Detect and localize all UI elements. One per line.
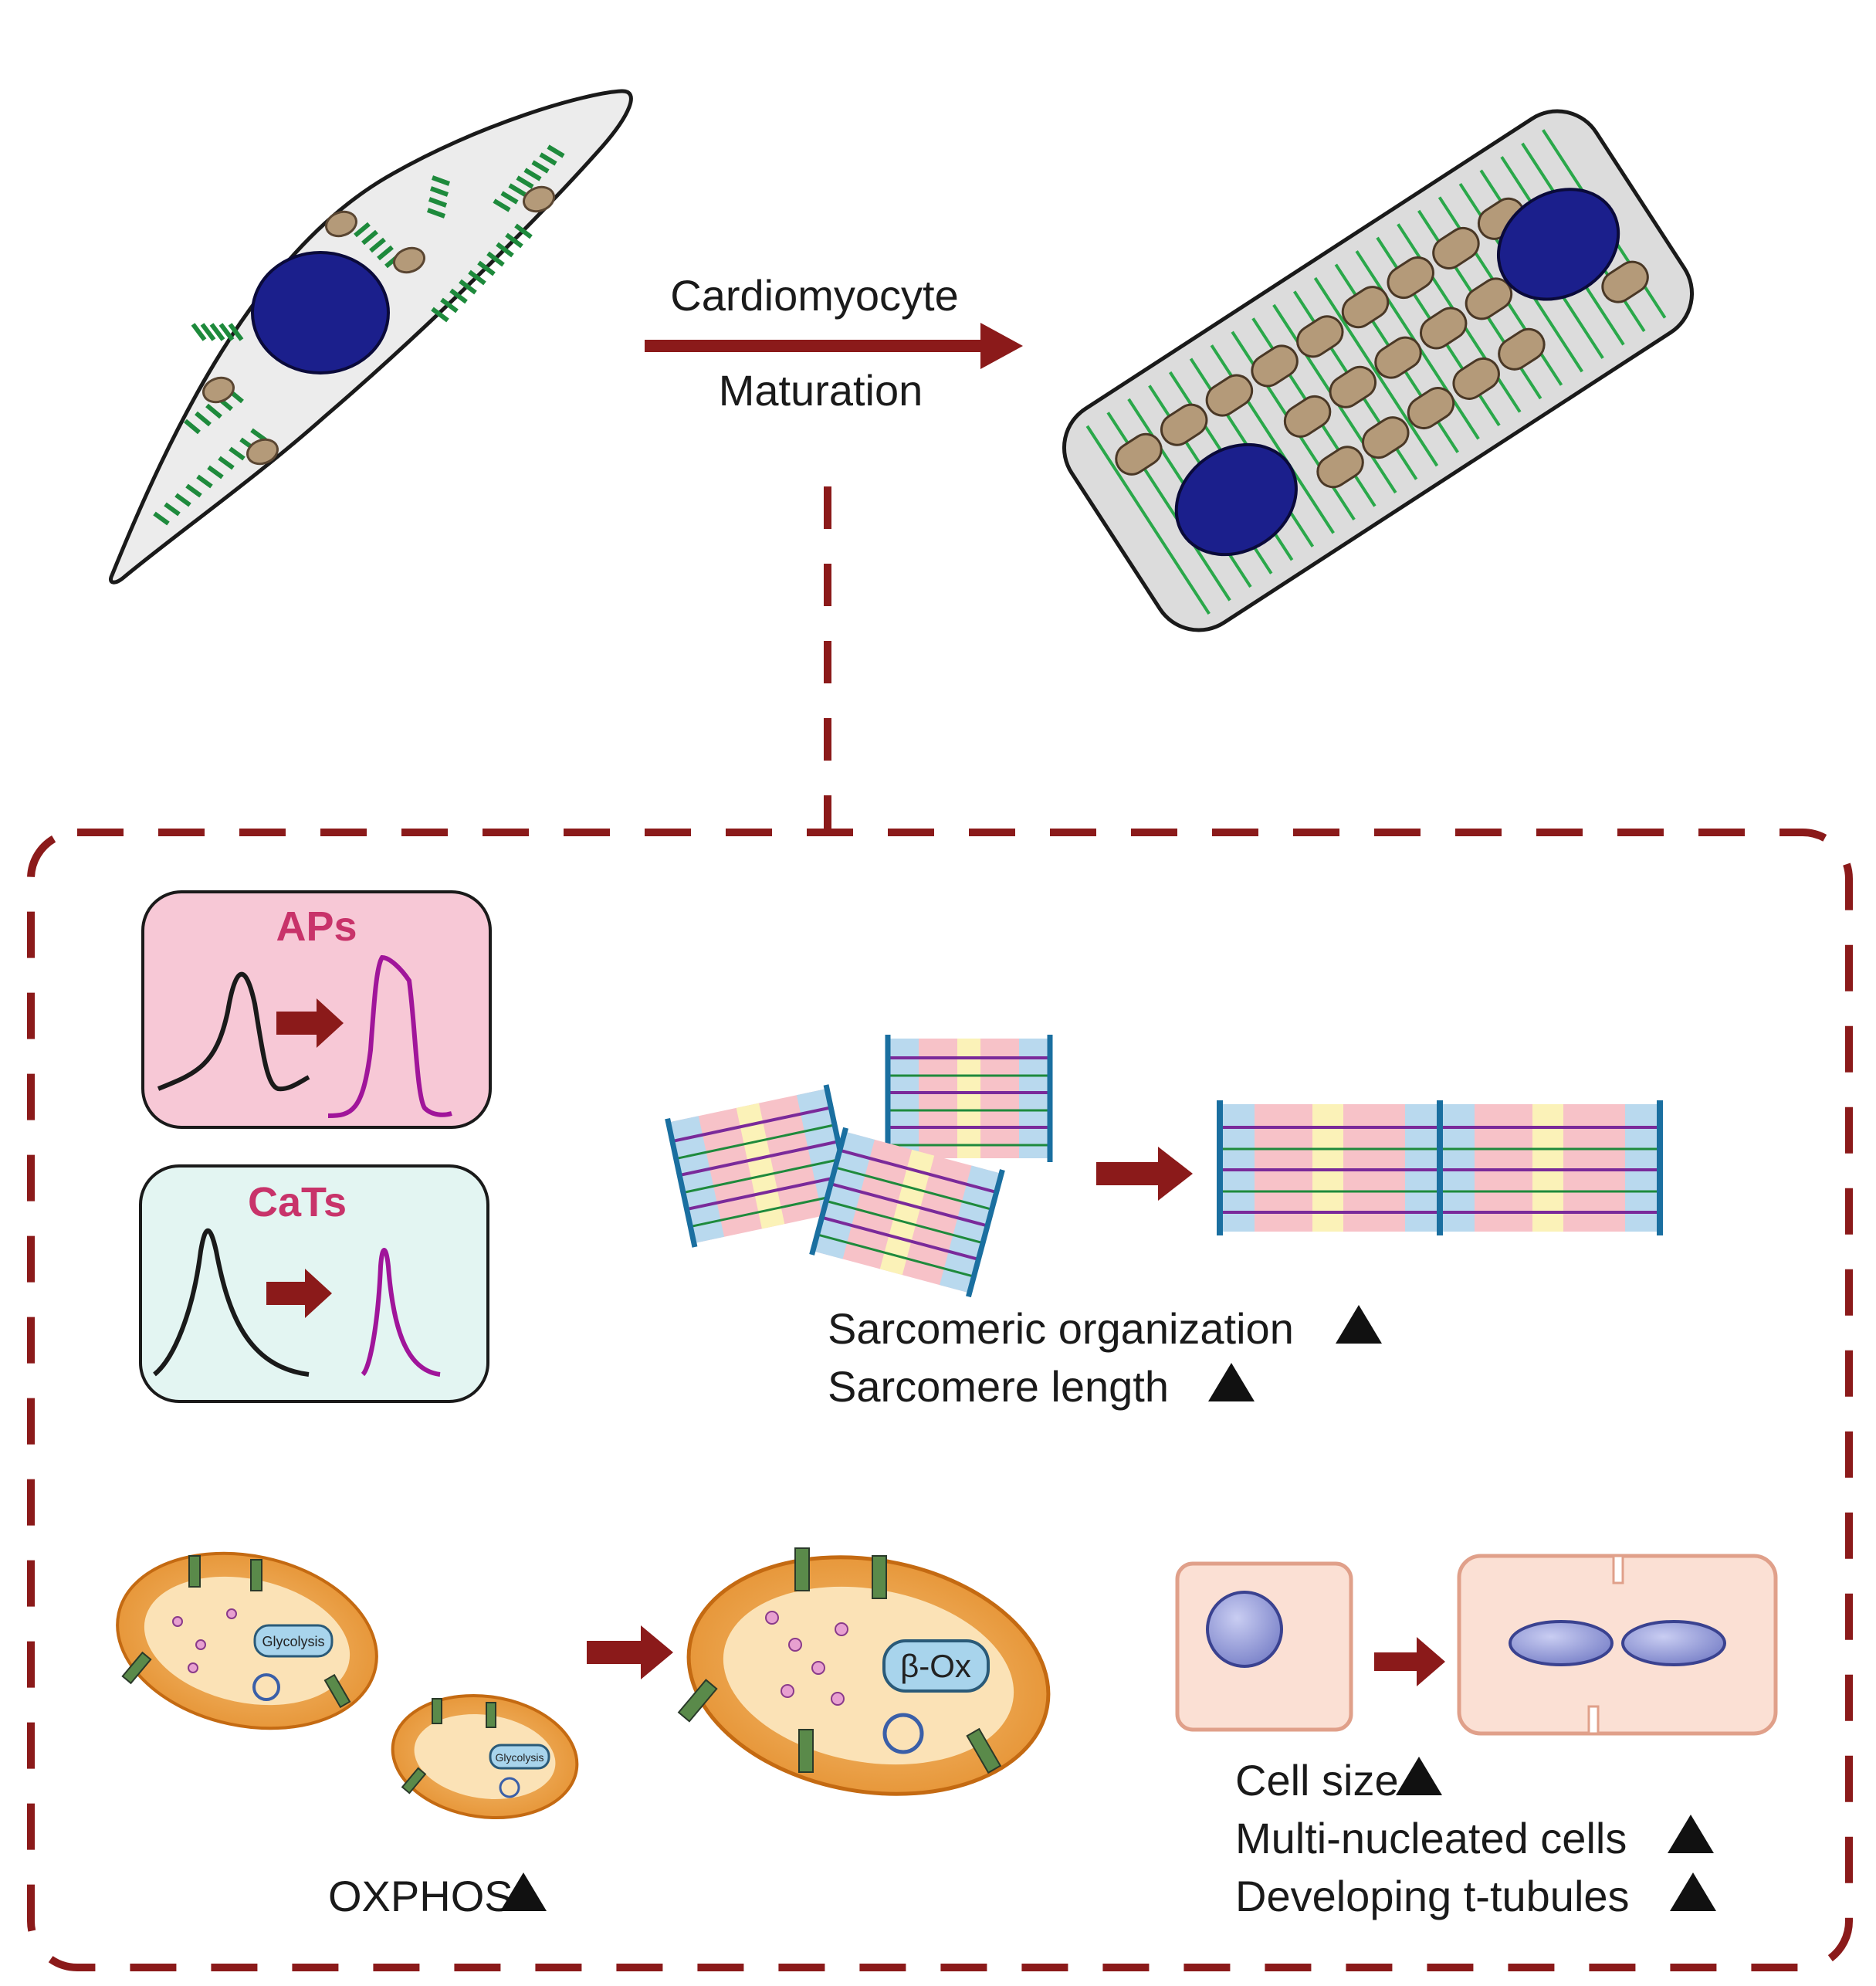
caption-t-tubules: Developing t-tubules — [1235, 1872, 1630, 1920]
increase-triangle-icon — [500, 1872, 547, 1911]
mature-mitochondrion: β-Ox — [677, 1547, 1051, 1796]
glycolysis-label-small: Glycolysis — [495, 1751, 543, 1764]
increase-triangle-icon — [1670, 1872, 1716, 1911]
increase-triangle-icon — [1396, 1757, 1442, 1795]
right-arrow-icon — [587, 1625, 673, 1679]
cat-panel: CaTs — [139, 1164, 489, 1403]
detail-box — [27, 829, 1853, 1971]
ap-title: APs — [276, 903, 357, 950]
nucleus-right — [1621, 1620, 1726, 1666]
mature-cardiomyocyte — [1062, 109, 1695, 632]
immature-mitochondria — [202, 185, 555, 466]
ap-panel: APs — [141, 890, 492, 1129]
mature-mitochondria — [1115, 197, 1649, 489]
organized-sarcomeres — [1217, 1100, 1663, 1235]
sarcomere-fragment-3 — [809, 1127, 1005, 1298]
sarcomere-fragment-2 — [885, 1035, 1053, 1162]
right-arrow-icon — [266, 1269, 332, 1318]
right-arrow-icon — [980, 323, 1023, 369]
disorganized-sarcomeres — [665, 1035, 1053, 1298]
caption-sarcomeric-organization: Sarcomeric organization — [828, 1304, 1294, 1353]
t-tubule-bottom — [1587, 1705, 1600, 1735]
caption-cell-size: Cell size — [1235, 1756, 1399, 1805]
caption-multi-nucleated: Multi-nucleated cells — [1235, 1814, 1627, 1862]
right-arrow-icon — [276, 998, 344, 1048]
caption-sarcomere-length: Sarcomere length — [828, 1362, 1169, 1411]
immature-mitochondrion-small: Glycolysis — [391, 1693, 579, 1820]
increase-triangle-icon — [1668, 1815, 1714, 1853]
cat-immature-trace — [153, 1229, 310, 1377]
cat-title: CaTs — [248, 1179, 347, 1225]
cat-mature-trace — [361, 1248, 441, 1377]
immature-cardiomyocyte — [109, 89, 633, 585]
right-arrow-icon — [1096, 1147, 1193, 1201]
glycolysis-label: Glycolysis — [262, 1634, 324, 1649]
arrow-label-line2: Maturation — [719, 366, 923, 415]
increase-triangle-icon — [1336, 1305, 1382, 1344]
ap-mature-trace — [327, 954, 452, 1118]
nucleus-left — [1509, 1620, 1614, 1666]
nucleus — [251, 251, 390, 374]
large-binucleated-cell — [1457, 1554, 1778, 1736]
right-arrow-icon — [1374, 1637, 1445, 1686]
maturation-arrow: Cardiomyocyte Maturation — [645, 271, 1023, 415]
caption-oxphos: OXPHOS — [328, 1872, 513, 1920]
t-tubule-top — [1612, 1554, 1624, 1584]
beta-ox-label: β-Ox — [900, 1648, 971, 1684]
nucleus — [1206, 1591, 1283, 1668]
nucleus-right — [1496, 188, 1620, 301]
myofibril-fragments — [153, 144, 565, 526]
small-cell — [1175, 1561, 1353, 1732]
increase-triangle-icon — [1208, 1363, 1255, 1401]
arrow-label-line1: Cardiomyocyte — [670, 271, 958, 320]
immature-mitochondrion-large: Glycolysis — [116, 1551, 378, 1730]
ap-immature-trace — [157, 971, 310, 1092]
nucleus-left — [1174, 442, 1298, 557]
